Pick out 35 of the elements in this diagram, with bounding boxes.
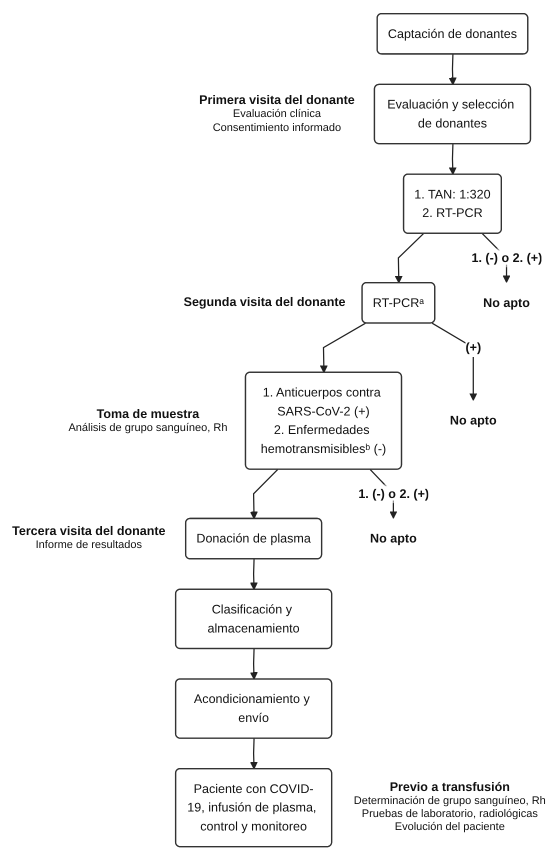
outcome-text: No apto (483, 295, 530, 310)
process-box: Evaluación y selección de donantes (374, 84, 532, 144)
arrow (432, 322, 478, 401)
process-box: Clasificación y almacenamiento (174, 588, 332, 649)
annotation-heading: Tercera visita del donante (11, 524, 166, 540)
process-box: Acondicionamiento y envío (174, 678, 332, 739)
edge-label: 1. (-) o 2. (+) (358, 486, 428, 500)
annotation-heading: Segunda visita del donante (182, 295, 346, 310)
arrow (250, 738, 258, 770)
annotation-text: Determinación de grupo sanguíneo, Rh (352, 794, 547, 808)
annotation-text: Pruebas de laboratorio, radiológicas (360, 808, 539, 822)
edge-label: 1. (-) o 2. (+) (471, 250, 542, 265)
annotation-text: Evolución del paciente (394, 821, 506, 835)
process-box: Captación de donantes (376, 12, 528, 54)
arrow (394, 233, 424, 284)
arrow (250, 469, 278, 520)
process-box: 1. TAN: 1:320 2. RT-PCR (402, 173, 502, 234)
annotation-heading: Toma de muestra (96, 406, 200, 422)
annotation-heading: Primera visita del donante (198, 93, 356, 108)
process-box: Paciente con COVID-19, infusión de plasma, control y monitoreo (174, 768, 332, 848)
arrow (250, 559, 258, 590)
annotation-text: Informe de resultados (34, 539, 143, 553)
annotation-text: Consentimiento informado (212, 122, 342, 135)
outcome-text: No apto (450, 412, 497, 428)
process-box: RT-PCRᵃ (361, 282, 436, 324)
annotation-heading: Previo a transfusión (388, 780, 511, 795)
arrow (250, 648, 258, 680)
outcome-text: No apto (370, 530, 417, 546)
arrow (448, 54, 457, 86)
annotation-text: Evaluación clínica (232, 108, 322, 122)
process-box: Donación de plasma (184, 518, 322, 560)
arrow (448, 144, 457, 175)
arrow (320, 322, 366, 373)
annotation-text: Análisis de grupo sanguíneo, Rh (67, 422, 228, 435)
process-box: 1. Anticuerpos contra SARS-CoV-2 (+) 2. Enfermedades hemotransmisiblesᵇ (-) (244, 372, 402, 470)
